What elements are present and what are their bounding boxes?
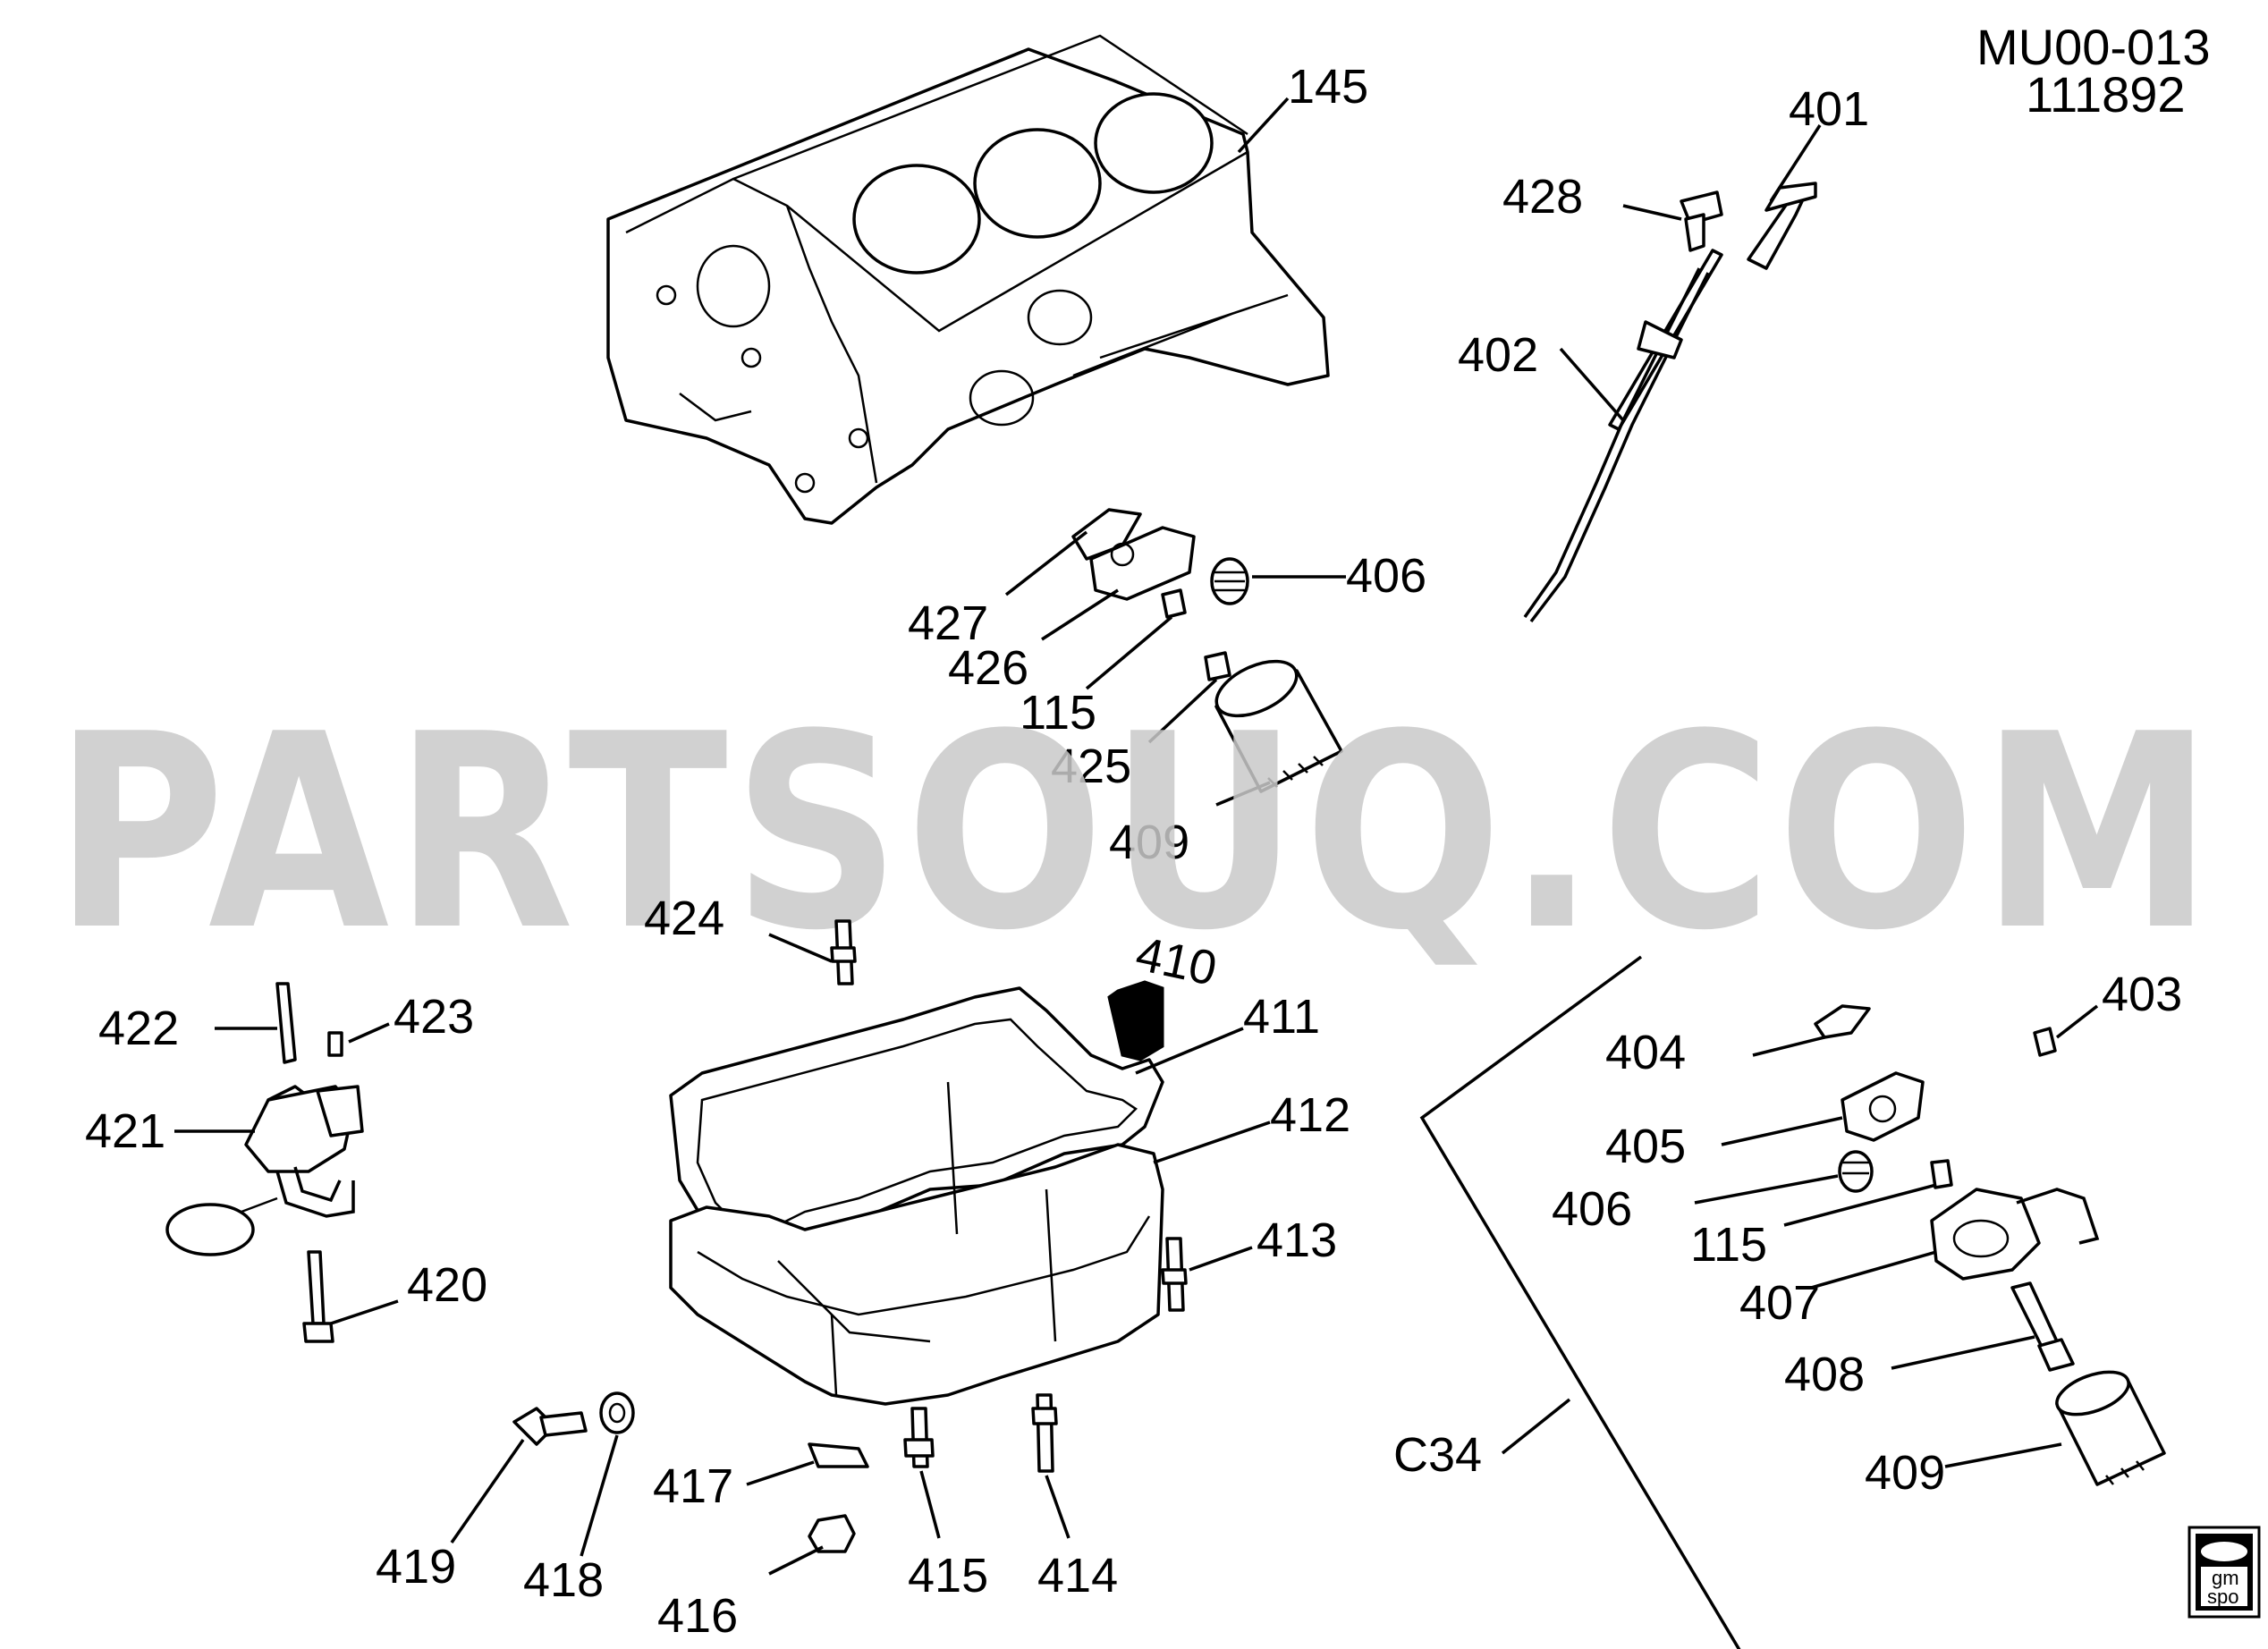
callout-425: 425 (1051, 740, 1131, 793)
c34-bracket (1419, 955, 1741, 1649)
watermark: PARTSOUQ.COM (54, 677, 2218, 989)
callout-415: 415 (908, 1549, 988, 1602)
callout-404: 404 (1605, 1026, 1686, 1079)
gasket-404-part[interactable] (1814, 1004, 1871, 1039)
bracket-417-part[interactable] (808, 1442, 869, 1468)
callout-428: 428 (1502, 170, 1583, 224)
callout-407: 407 (1739, 1276, 1820, 1330)
diagram-number: 111892 (2026, 66, 2186, 123)
oil-pump-part[interactable] (165, 1085, 364, 1256)
callout-406b: 406 (1552, 1182, 1632, 1236)
callout-405: 405 (1605, 1120, 1686, 1173)
oil-filter-409-upper[interactable] (1208, 650, 1343, 793)
pin-423-part[interactable] (327, 1031, 343, 1057)
callout-115b: 115 (1690, 1218, 1767, 1272)
bolt-428-part[interactable] (1680, 190, 1723, 252)
callout-426: 426 (948, 641, 1028, 695)
nut-416-part[interactable] (808, 1514, 856, 1553)
callout-413: 413 (1257, 1213, 1337, 1267)
oil-filter-adapter-part[interactable] (1071, 508, 1231, 681)
stud-414-part[interactable] (1031, 1393, 1058, 1473)
callout-423: 423 (394, 990, 474, 1044)
callout-402: 402 (1458, 328, 1538, 382)
arrow-410-marker (1107, 980, 1164, 1061)
gm-spo-logo: gm spo (2188, 1526, 2261, 1619)
oil-filter-409-lower-part[interactable] (2052, 1364, 2166, 1486)
engine-block-part[interactable] (606, 34, 1330, 525)
callout-401: 401 (1789, 82, 1869, 136)
callout-414: 414 (1037, 1549, 1118, 1602)
adapter-405-part[interactable] (1841, 1071, 1925, 1142)
shaft-422-part[interactable] (275, 982, 297, 1064)
bolt-415-part[interactable] (903, 1407, 935, 1468)
fitting-115-lower-part[interactable] (1930, 1159, 1953, 1189)
callout-408: 408 (1784, 1348, 1865, 1401)
plug-406-lower-part[interactable] (1838, 1150, 1874, 1193)
plug-403-part[interactable] (2033, 1027, 2057, 1057)
washer-418-part[interactable] (599, 1391, 635, 1434)
callout-419: 419 (376, 1540, 456, 1594)
callout-416: 416 (657, 1589, 738, 1643)
callout-145: 145 (1288, 60, 1368, 114)
connector-408-part[interactable] (2010, 1281, 2075, 1372)
callout-417: 417 (653, 1459, 733, 1513)
oil-plug-406-upper[interactable] (1210, 557, 1249, 605)
callout-421: 421 (85, 1104, 165, 1158)
drain-plug-419-part[interactable] (512, 1407, 588, 1446)
callout-420: 420 (407, 1258, 487, 1312)
stud-424-part[interactable] (830, 919, 857, 985)
callout-427: 427 (908, 596, 988, 650)
bolt-420-part[interactable] (302, 1250, 334, 1343)
callout-422: 422 (98, 1002, 179, 1055)
dipstick-part[interactable] (1523, 182, 1817, 623)
callout-406a: 406 (1346, 549, 1426, 603)
callout-409a: 409 (1109, 816, 1189, 869)
cooler-adapter-407-part[interactable] (1930, 1188, 2100, 1281)
callout-411: 411 (1243, 990, 1320, 1044)
callout-c34: C34 (1393, 1428, 1482, 1482)
callout-418: 418 (523, 1553, 604, 1607)
logo-line1: gm (2212, 1567, 2239, 1589)
callout-424: 424 (644, 892, 724, 945)
callout-403: 403 (2102, 968, 2182, 1021)
callout-409b: 409 (1865, 1446, 1945, 1500)
logo-line2: spo (2207, 1586, 2238, 1608)
oil-pan-part[interactable] (669, 1081, 1164, 1406)
callout-412: 412 (1270, 1088, 1350, 1142)
stud-413-part[interactable] (1161, 1237, 1188, 1312)
callout-115a: 115 (1020, 686, 1096, 740)
diagram-code: MU00-013 (1976, 19, 2210, 75)
